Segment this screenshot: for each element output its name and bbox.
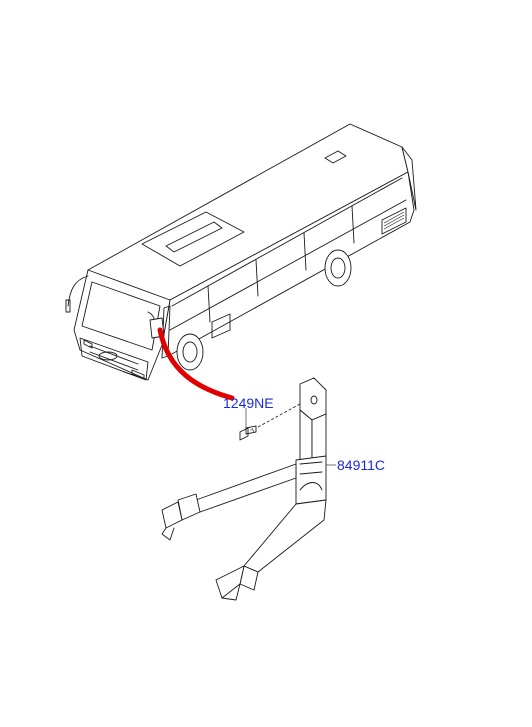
bus-illustration [65, 123, 417, 381]
part-label-1249NE[interactable]: 1249NE [223, 395, 274, 411]
part-label-84911C[interactable]: 84911C [337, 457, 386, 473]
highlight-leader-line [157, 327, 235, 401]
bracket-part [161, 377, 327, 601]
bolt-leader-line [257, 403, 301, 428]
bolt-part [239, 425, 257, 441]
